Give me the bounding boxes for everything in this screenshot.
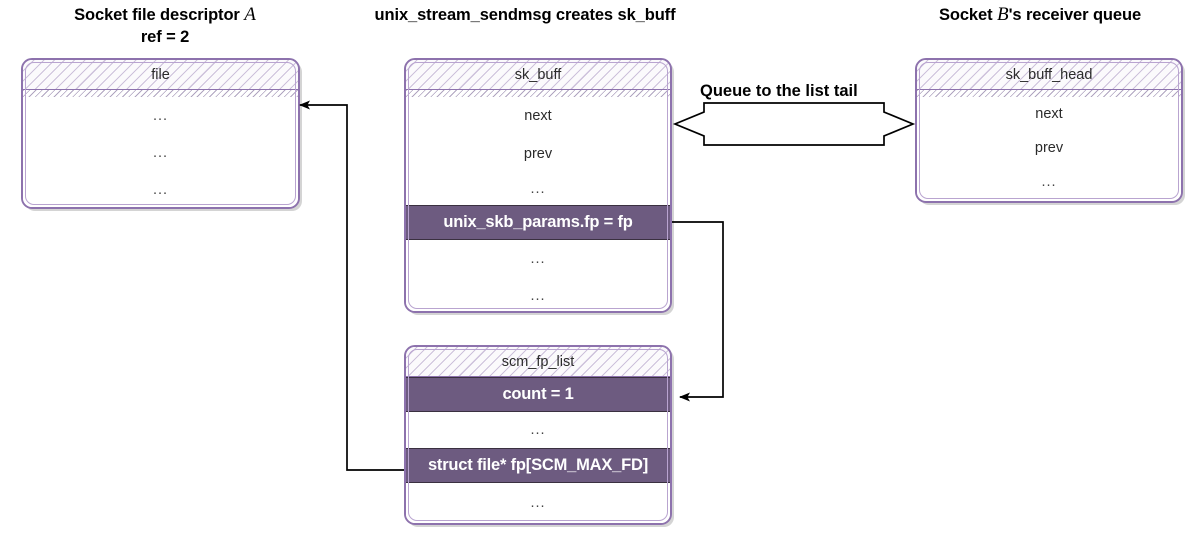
struct-header-label: scm_fp_list — [501, 354, 575, 370]
struct-header-label: sk_buff — [514, 67, 562, 83]
struct-header-scm-fp-list: scm_fp_list — [406, 347, 670, 377]
struct-header-label: sk_buff_head — [1005, 67, 1093, 83]
title-socket-a-refcount: ref = 2 — [140, 28, 190, 46]
struct-box-sk-buff-head: sk_buff_head next prev ... — [915, 58, 1183, 203]
struct-row: ... — [917, 165, 1181, 199]
hatch-divider — [23, 90, 298, 97]
struct-box-scm-fp-list: scm_fp_list count = 1 ... struct file* f… — [404, 345, 672, 525]
connector-queue-double-arrow — [672, 102, 916, 146]
struct-row-count: count = 1 — [406, 377, 670, 412]
struct-box-sk-buff: sk_buff next prev ... unix_skb_params.fp… — [404, 58, 672, 313]
title-socket-b-prefix: Socket — [938, 6, 997, 24]
title-socket-b-suffix: 's receiver queue — [1008, 6, 1142, 24]
struct-row: ... — [23, 97, 298, 134]
title-socket-a-prefix: Socket file descriptor — [74, 6, 245, 24]
connector-skb-params-to-scm-fp-list — [672, 221, 724, 402]
struct-row-next: next — [917, 97, 1181, 131]
struct-row-fp-array: struct file* fp[SCM_MAX_FD] — [406, 448, 670, 483]
title-socket-b-variable: B — [996, 4, 1009, 25]
connector-fp-to-file — [299, 100, 404, 471]
title-sendmsg: unix_stream_sendmsg creates sk_buff — [374, 6, 676, 24]
title-socket-b-queue: Socket B's receiver queue — [880, 4, 1200, 26]
struct-header-label: file — [151, 67, 170, 83]
struct-header-file: file — [23, 60, 298, 90]
hatch-divider — [917, 90, 1181, 97]
struct-row: ... — [23, 134, 298, 171]
struct-header-sk-buff: sk_buff — [406, 60, 670, 90]
struct-row-next: next — [406, 97, 670, 135]
title-socket-a: Socket file descriptor A ref = 2 — [0, 4, 330, 48]
connector-queue-label: Queue to the list tail — [700, 82, 858, 100]
struct-row: ... — [406, 483, 670, 523]
struct-row-prev: prev — [917, 131, 1181, 165]
struct-row-unix-skb-params: unix_skb_params.fp = fp — [406, 205, 670, 240]
struct-row: ... — [406, 277, 670, 311]
struct-row-prev: prev — [406, 135, 670, 173]
title-socket-a-variable: A — [244, 4, 256, 25]
struct-row: ... — [406, 412, 670, 448]
struct-header-sk-buff-head: sk_buff_head — [917, 60, 1181, 90]
struct-row: ... — [23, 171, 298, 207]
struct-row: ... — [406, 240, 670, 277]
struct-row: ... — [406, 173, 670, 205]
hatch-divider — [406, 90, 670, 97]
struct-box-file: file ... ... ... — [21, 58, 300, 209]
title-socket-a-line1: Socket file descriptor A — [74, 4, 256, 25]
